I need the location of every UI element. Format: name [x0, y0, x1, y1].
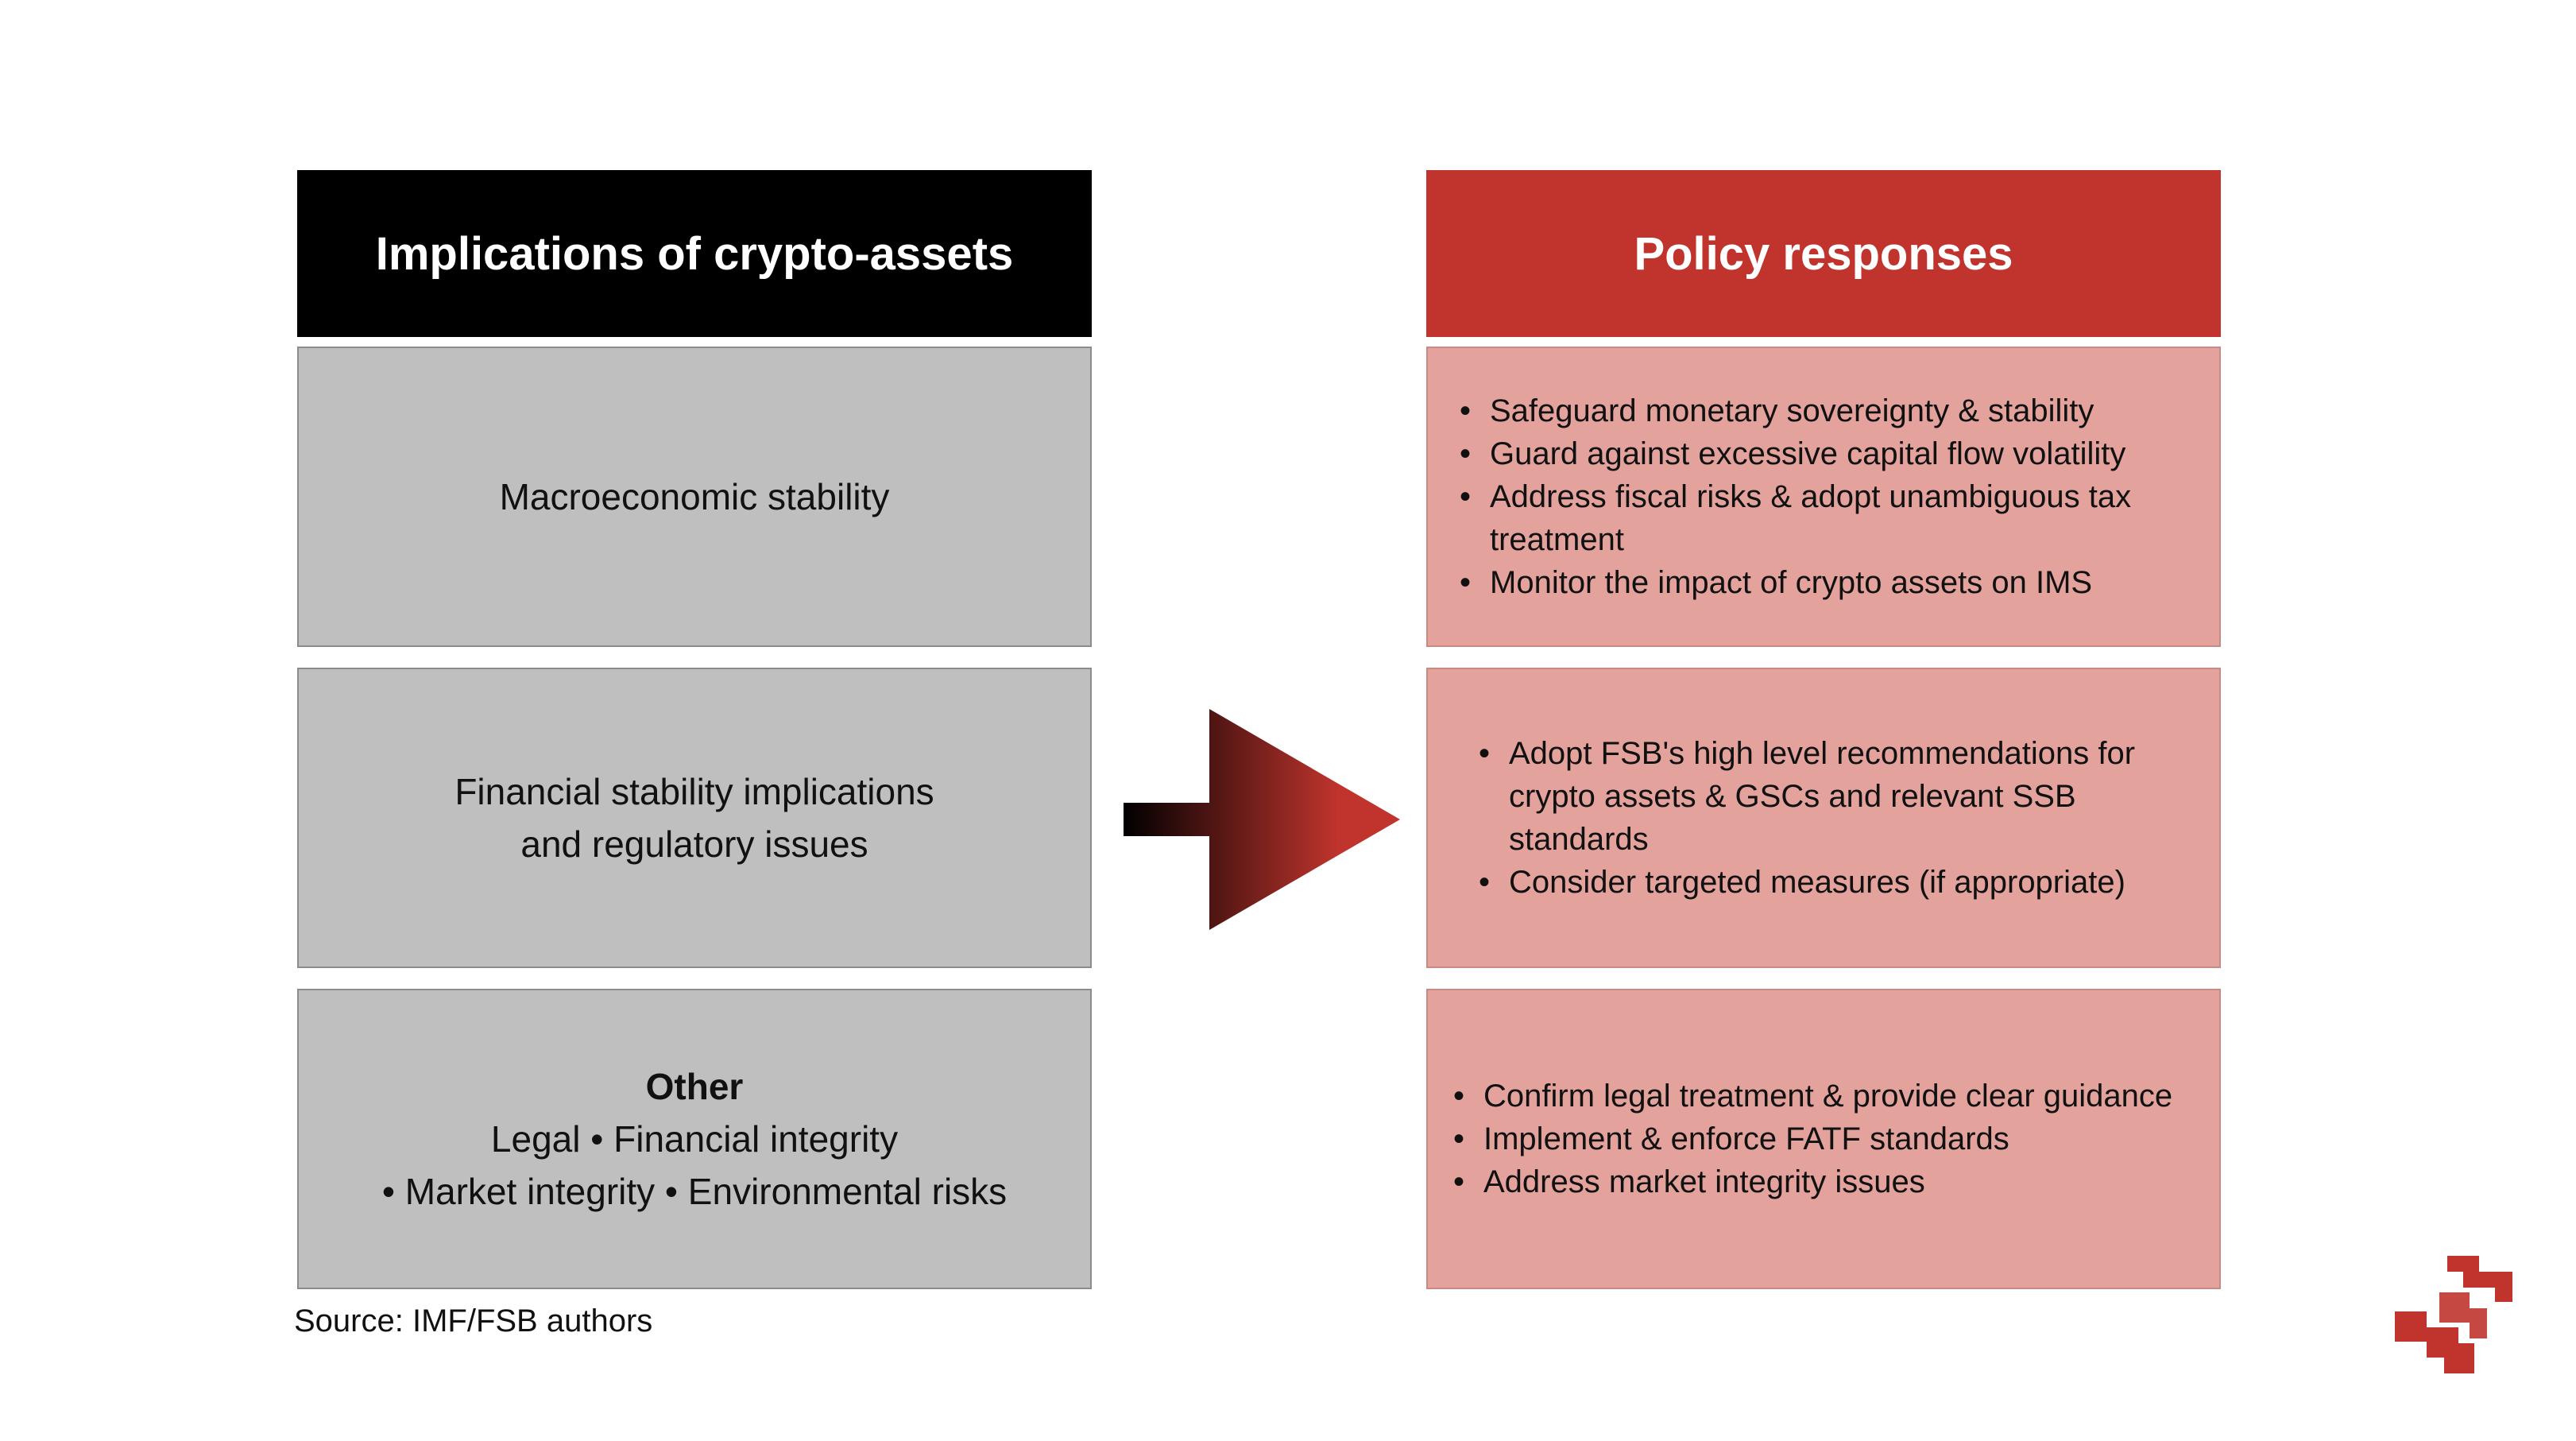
- other-line-2: • Market integrity • Environmental risks: [381, 1171, 1008, 1212]
- other-title: Other: [645, 1066, 744, 1107]
- other-implications-box: Other Legal • Financial integrity • Mark…: [297, 989, 1092, 1289]
- list-item: Confirm legal treatment & provide clear …: [1447, 1075, 2172, 1118]
- implications-header: Implications of crypto-assets: [297, 170, 1092, 337]
- financial-stability-line-1: Financial stability implications: [454, 771, 934, 812]
- policy-other-box: Confirm legal treatment & provide clear …: [1426, 989, 2221, 1289]
- policy-macro-list: Safeguard monetary sovereignty & stabili…: [1453, 389, 2180, 604]
- implications-header-text: Implications of crypto-assets: [375, 227, 1014, 280]
- policy-responses-header: Policy responses: [1426, 170, 2221, 337]
- macroeconomic-stability-box: Macroeconomic stability: [297, 347, 1092, 647]
- policy-macro-box: Safeguard monetary sovereignty & stabili…: [1426, 347, 2221, 647]
- financial-stability-line-2: and regulatory issues: [520, 823, 868, 865]
- list-item: Monitor the impact of crypto assets on I…: [1453, 561, 2180, 604]
- list-item: Safeguard monetary sovereignty & stabili…: [1453, 389, 2180, 432]
- policy-other-list: Confirm legal treatment & provide clear …: [1447, 1075, 2172, 1203]
- arrow-right-icon: [1124, 709, 1400, 930]
- policy-financial-list: Adopt FSB's high level recommendations f…: [1472, 732, 2180, 904]
- list-item: Adopt FSB's high level recommendations f…: [1472, 732, 2180, 861]
- list-item: Guard against excessive capital flow vol…: [1453, 432, 2180, 475]
- list-item: Address market integrity issues: [1447, 1160, 2172, 1203]
- list-item: Implement & enforce FATF standards: [1447, 1118, 2172, 1160]
- list-item: Consider targeted measures (if appropria…: [1472, 861, 2180, 904]
- brand-logo-icon: [2395, 1256, 2512, 1373]
- financial-stability-box: Financial stability implications and reg…: [297, 668, 1092, 968]
- policy-responses-header-text: Policy responses: [1634, 227, 2013, 280]
- other-line-1: Legal • Financial integrity: [490, 1118, 899, 1160]
- list-item: Address fiscal risks & adopt unambiguous…: [1453, 475, 2180, 561]
- policy-financial-box: Adopt FSB's high level recommendations f…: [1426, 668, 2221, 968]
- macroeconomic-stability-label: Macroeconomic stability: [499, 476, 890, 517]
- source-note: Source: IMF/FSB authors: [294, 1303, 653, 1338]
